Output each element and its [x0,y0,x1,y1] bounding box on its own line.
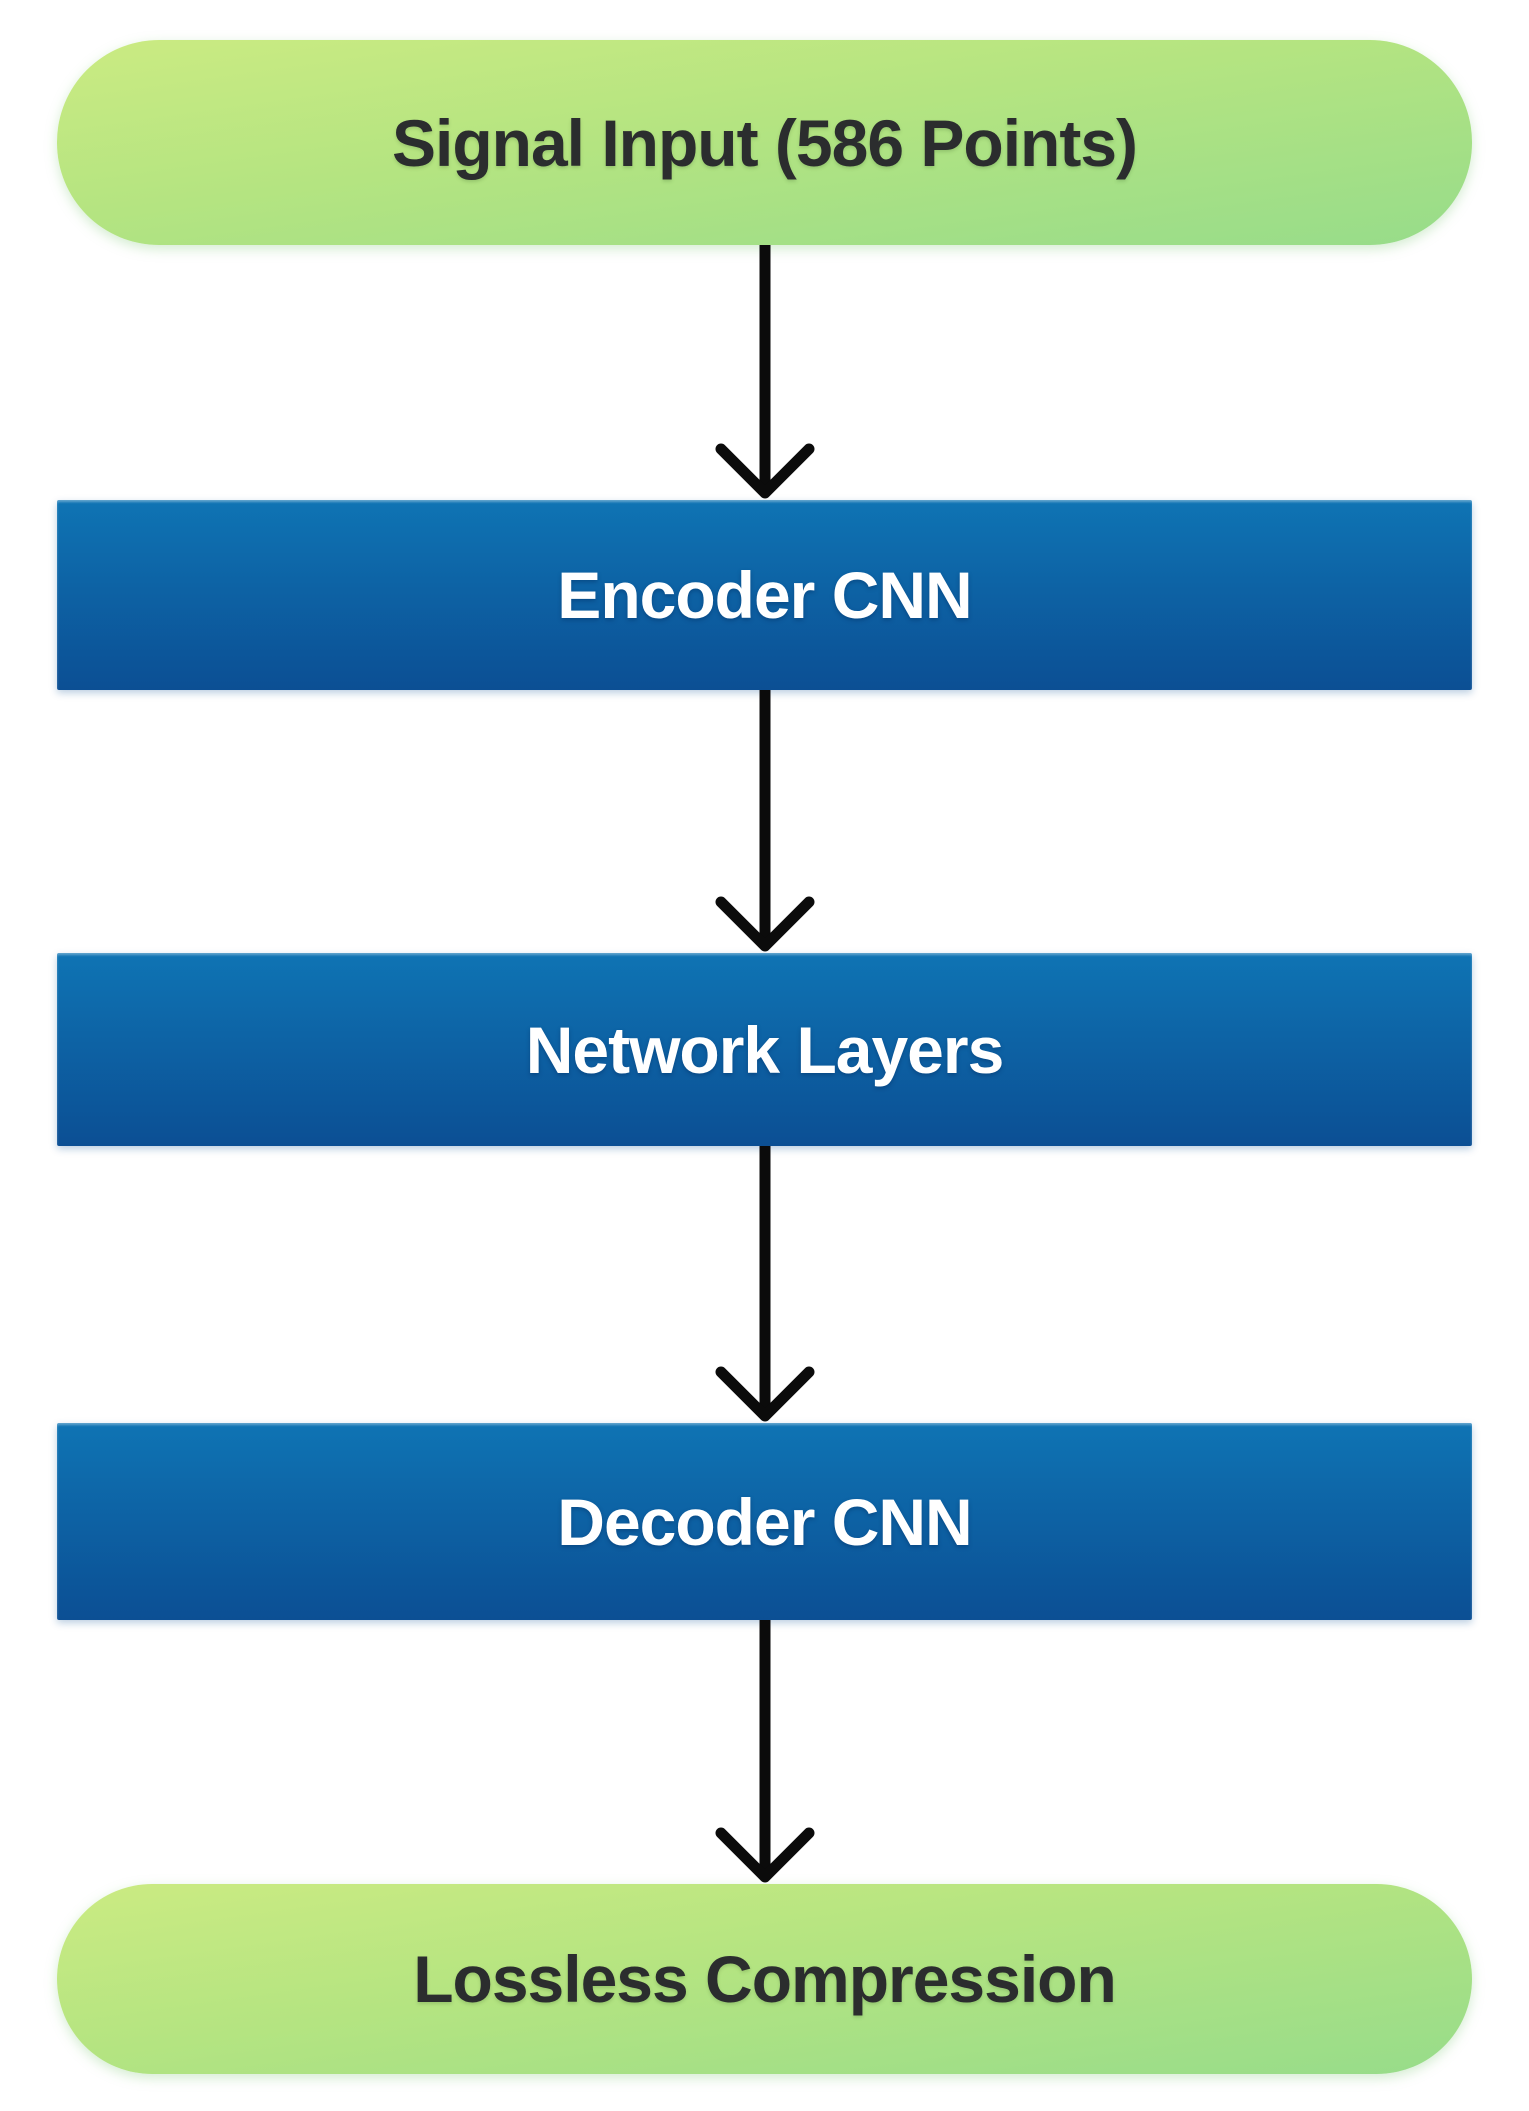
node-label: Lossless Compression [413,1942,1117,2016]
node-network-layers: Network Layers [57,953,1472,1146]
arrowhead-chevron-icon [715,443,814,499]
node-label: Encoder CNN [557,558,972,632]
node-decoder-cnn: Decoder CNN [57,1423,1472,1620]
node-lossless-compression: Lossless Compression [57,1884,1472,2074]
down-arrow-3 [57,1146,1472,1423]
arrowhead-chevron-icon [715,896,814,952]
arrow-shaft [759,1146,770,1416]
arrowhead-chevron-icon [715,1827,814,1883]
node-label: Decoder CNN [557,1484,972,1559]
arrow-shaft [759,690,770,946]
node-label: Network Layers [525,1012,1005,1087]
arrowhead-chevron-icon [715,1366,814,1422]
down-arrow-1 [57,245,1472,500]
down-arrow-2 [57,690,1472,953]
arrow-shaft [759,1620,770,1877]
node-label: Signal Input (586 Points) [391,105,1138,180]
arrow-shaft [759,245,770,493]
node-encoder-cnn: Encoder CNN [57,500,1472,690]
node-signal-input: Signal Input (586 Points) [57,40,1472,245]
down-arrow-4 [57,1620,1472,1884]
